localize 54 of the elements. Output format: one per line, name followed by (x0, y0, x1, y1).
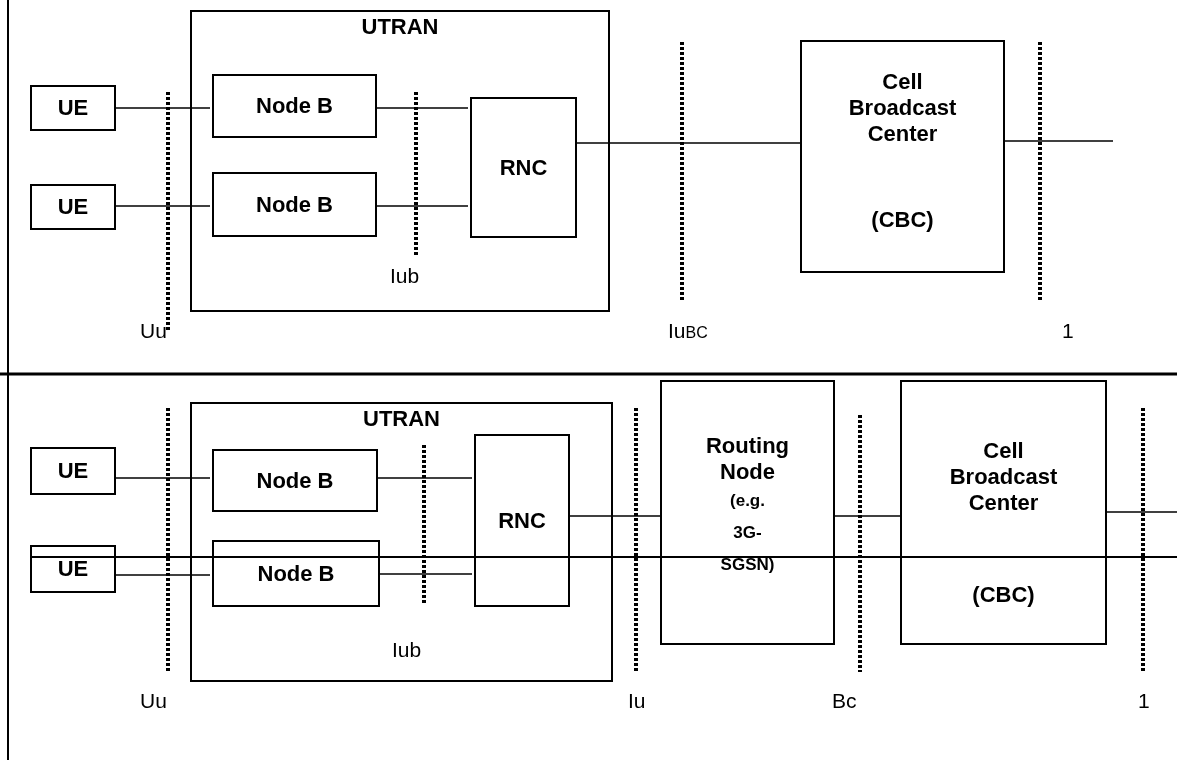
node-label: (e.g. 3G-SGSN) (719, 490, 776, 576)
network-box (190, 10, 610, 312)
interface-label: Uu (140, 689, 167, 713)
node-box (30, 85, 116, 131)
node-label: UTRAN (363, 406, 440, 432)
node-label: Node B (257, 560, 335, 587)
connector-line (834, 515, 901, 517)
connector-line (1106, 511, 1177, 513)
node-box (800, 40, 1005, 273)
node-label: Routing Node (704, 433, 791, 485)
interface-label: Iub (392, 638, 422, 662)
node-label: UE (57, 458, 89, 484)
node-box (474, 434, 570, 607)
node-box (30, 447, 116, 495)
node-box (660, 380, 835, 645)
connector-line (574, 142, 801, 144)
interface-label: 1 (1062, 319, 1074, 343)
node-label: Node B (256, 191, 333, 218)
node-label: RNC (498, 507, 546, 534)
node-box (212, 172, 377, 237)
connector-line (115, 107, 211, 109)
connector-line (115, 205, 211, 207)
node-box (900, 380, 1107, 645)
network-box (190, 402, 613, 682)
node-label: RNC (499, 154, 548, 181)
connector-line (377, 573, 473, 575)
connector-line (375, 477, 473, 479)
connector-line (374, 205, 469, 207)
node-label: UE (57, 194, 89, 220)
connector-line (567, 515, 661, 517)
connector-line (1004, 140, 1114, 142)
node-label: UE (57, 95, 89, 121)
node-box (30, 184, 116, 230)
node-label: Cell Broadcast Center (948, 438, 1059, 516)
connector-line (374, 107, 469, 109)
interface-label: Uu (140, 319, 167, 343)
node-label: Node B (256, 93, 333, 119)
node-label: Node B (256, 467, 334, 494)
node-box (212, 449, 378, 512)
interface-label: Iub (390, 264, 420, 288)
interface-label: Bc (832, 689, 857, 713)
node-label: (CBC) (871, 207, 934, 233)
node-label: Cell Broadcast Center (847, 69, 958, 147)
node-box (212, 74, 377, 138)
node-box (212, 540, 380, 607)
node-box (470, 97, 577, 238)
node-box (30, 545, 116, 593)
node-label: UTRAN (361, 14, 439, 40)
interface-label: Iu (628, 689, 646, 713)
connector-line (115, 477, 211, 479)
node-label: (CBC) (972, 582, 1035, 608)
interface-label: 1 (1138, 689, 1150, 713)
connector-line (115, 574, 211, 576)
node-label: UE (57, 556, 89, 582)
